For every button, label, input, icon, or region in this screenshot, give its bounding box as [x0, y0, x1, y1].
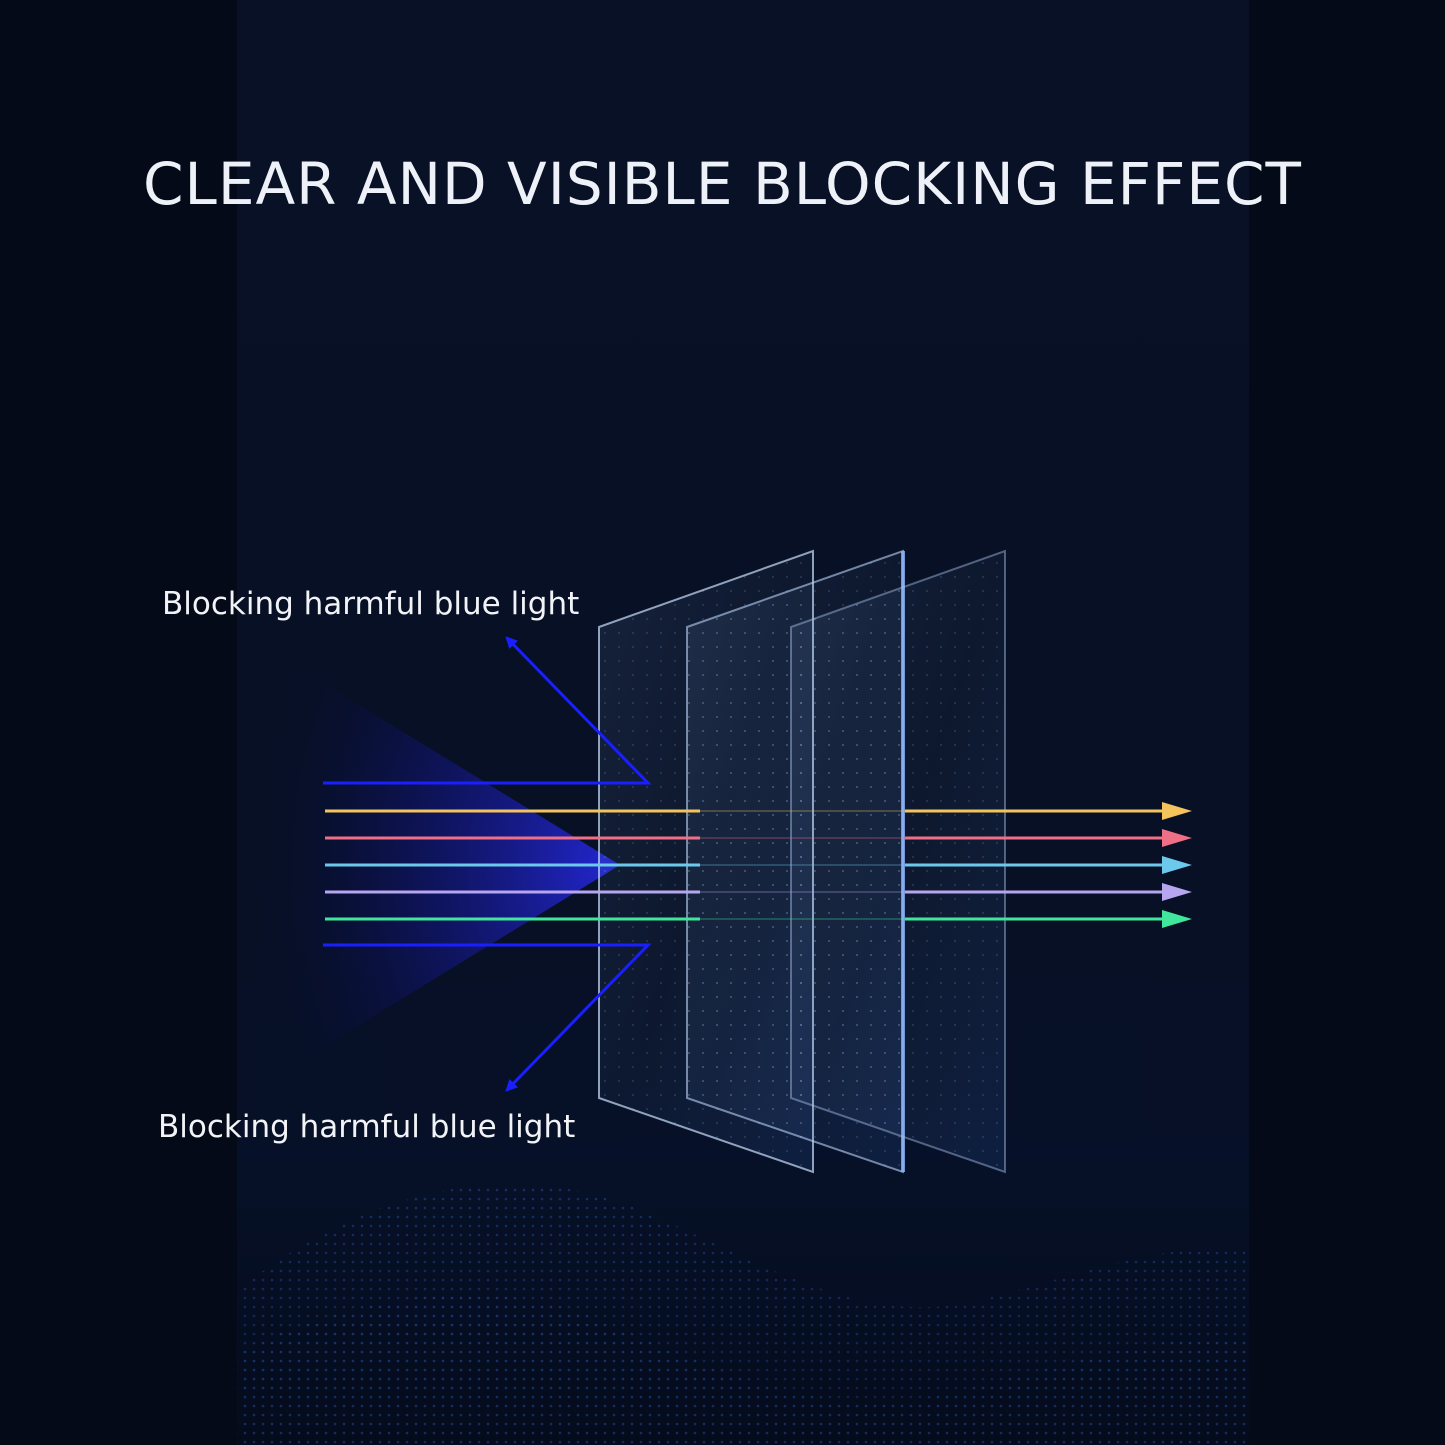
- callout-blocking-top: Blocking harmful blue light: [162, 586, 580, 622]
- callout-blocking-bottom: Blocking harmful blue light: [158, 1109, 576, 1145]
- blocked-blue-ray-bottom: [323, 943, 652, 1092]
- passing-ray-1: [325, 802, 1192, 820]
- passing-ray-5: [325, 910, 1192, 928]
- passing-ray-3: [325, 856, 1192, 874]
- arrowhead-icon: [1162, 883, 1192, 901]
- arrowhead-icon: [1162, 802, 1192, 820]
- filter-layer-3: [790, 549, 1006, 1174]
- arrowhead-icon: [1162, 856, 1192, 874]
- arrowhead-icon: [1162, 829, 1192, 847]
- arrowhead-icon: [1162, 910, 1192, 928]
- passing-ray-2: [325, 829, 1192, 847]
- particle-wave: [237, 1150, 1249, 1445]
- blocked-blue-ray-top: [323, 636, 652, 785]
- page-title: CLEAR AND VISIBLE BLOCKING EFFECT: [143, 150, 1302, 218]
- passing-rays: [325, 802, 1192, 928]
- passing-ray-4: [325, 883, 1192, 901]
